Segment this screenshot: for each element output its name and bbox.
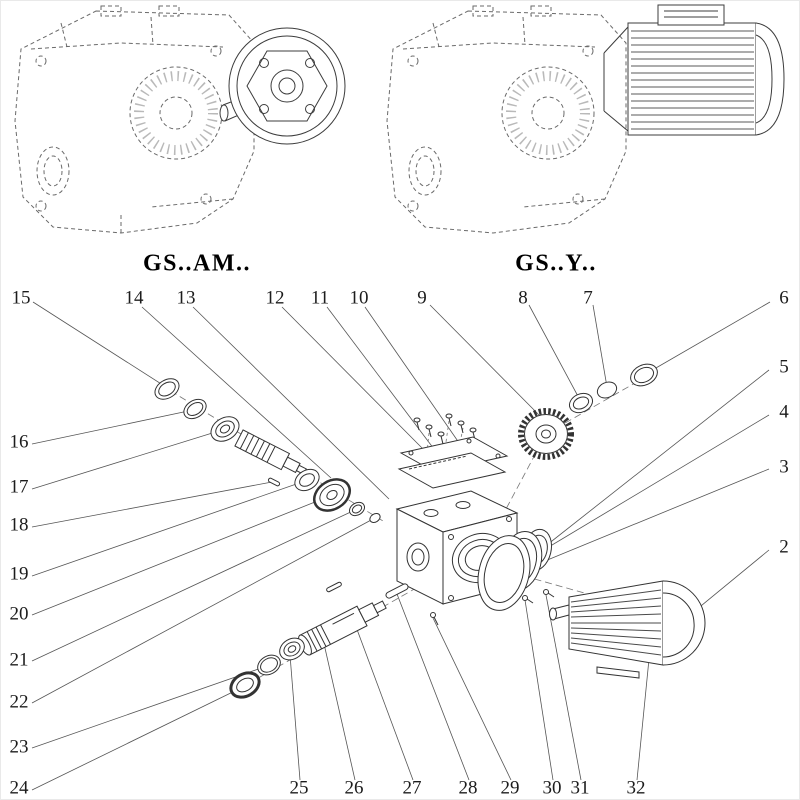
label-gs-am: GS..AM.. <box>143 250 251 277</box>
callout-21: 21 <box>9 649 29 671</box>
callout-29: 29 <box>500 777 520 799</box>
callout-3: 3 <box>779 456 789 478</box>
bearing-19 <box>294 468 320 492</box>
callout-19: 19 <box>9 563 29 585</box>
bearing-25 <box>279 637 305 661</box>
snap-ring-23 <box>257 654 281 676</box>
callout-25: 25 <box>289 777 309 799</box>
bearing-17 <box>210 416 240 442</box>
leader-lines <box>31 301 771 791</box>
callout-11: 11 <box>310 287 330 309</box>
washer-disc-20 <box>313 478 351 512</box>
callout-28: 28 <box>458 777 478 799</box>
callout-5: 5 <box>779 356 789 378</box>
callout-13: 13 <box>176 287 196 309</box>
helical-gear-9 <box>518 408 574 460</box>
key-28 <box>385 583 409 599</box>
callout-31: 31 <box>570 777 590 799</box>
bolt-30 <box>522 595 534 604</box>
callout-23: 23 <box>9 736 29 758</box>
output-shaft-27 <box>298 600 387 656</box>
callout-26: 26 <box>344 777 364 799</box>
callout-24: 24 <box>9 777 29 799</box>
bolt-29 <box>430 612 439 626</box>
label-gs-y: GS..Y.. <box>515 250 597 277</box>
motor-flange-3 <box>477 535 531 611</box>
callout-27: 27 <box>402 777 422 799</box>
ring-21 <box>349 501 365 517</box>
retaining-ring-15 <box>154 378 180 400</box>
callout-15: 15 <box>11 287 31 309</box>
ring-6 <box>630 363 658 387</box>
motor-2 <box>549 580 706 679</box>
ring-8 <box>568 392 594 414</box>
bolt-31 <box>543 589 555 598</box>
gs-am-flange <box>219 27 346 145</box>
callout-10: 10 <box>349 287 369 309</box>
callout-7: 7 <box>583 287 593 309</box>
callout-16: 16 <box>9 431 29 453</box>
callout-6: 6 <box>779 287 789 309</box>
callout-14: 14 <box>124 287 144 309</box>
callout-32: 32 <box>626 777 646 799</box>
callout-4: 4 <box>779 401 789 423</box>
callout-8: 8 <box>518 287 528 309</box>
callout-20: 20 <box>9 603 29 625</box>
gs-y-drawing <box>386 4 785 234</box>
callout-9: 9 <box>417 287 427 309</box>
gs-y-motor <box>603 4 785 136</box>
pin-18 <box>267 477 281 487</box>
gs-am-drawing <box>14 5 346 234</box>
callout-18: 18 <box>9 514 29 536</box>
callout-22: 22 <box>9 691 29 713</box>
callout-12: 12 <box>265 287 285 309</box>
exploded-view <box>154 363 706 699</box>
callout-30: 30 <box>542 777 562 799</box>
worm-shaft <box>234 429 307 475</box>
top-cover <box>397 436 509 489</box>
oil-seal-24 <box>229 671 261 699</box>
snap-ring-16 <box>183 398 207 420</box>
snap-ring-7 <box>596 381 618 399</box>
ring-22 <box>369 513 381 523</box>
callout-2: 2 <box>779 536 789 558</box>
key-pin <box>326 581 342 593</box>
cover-screws <box>413 413 477 445</box>
callout-17: 17 <box>9 476 29 498</box>
